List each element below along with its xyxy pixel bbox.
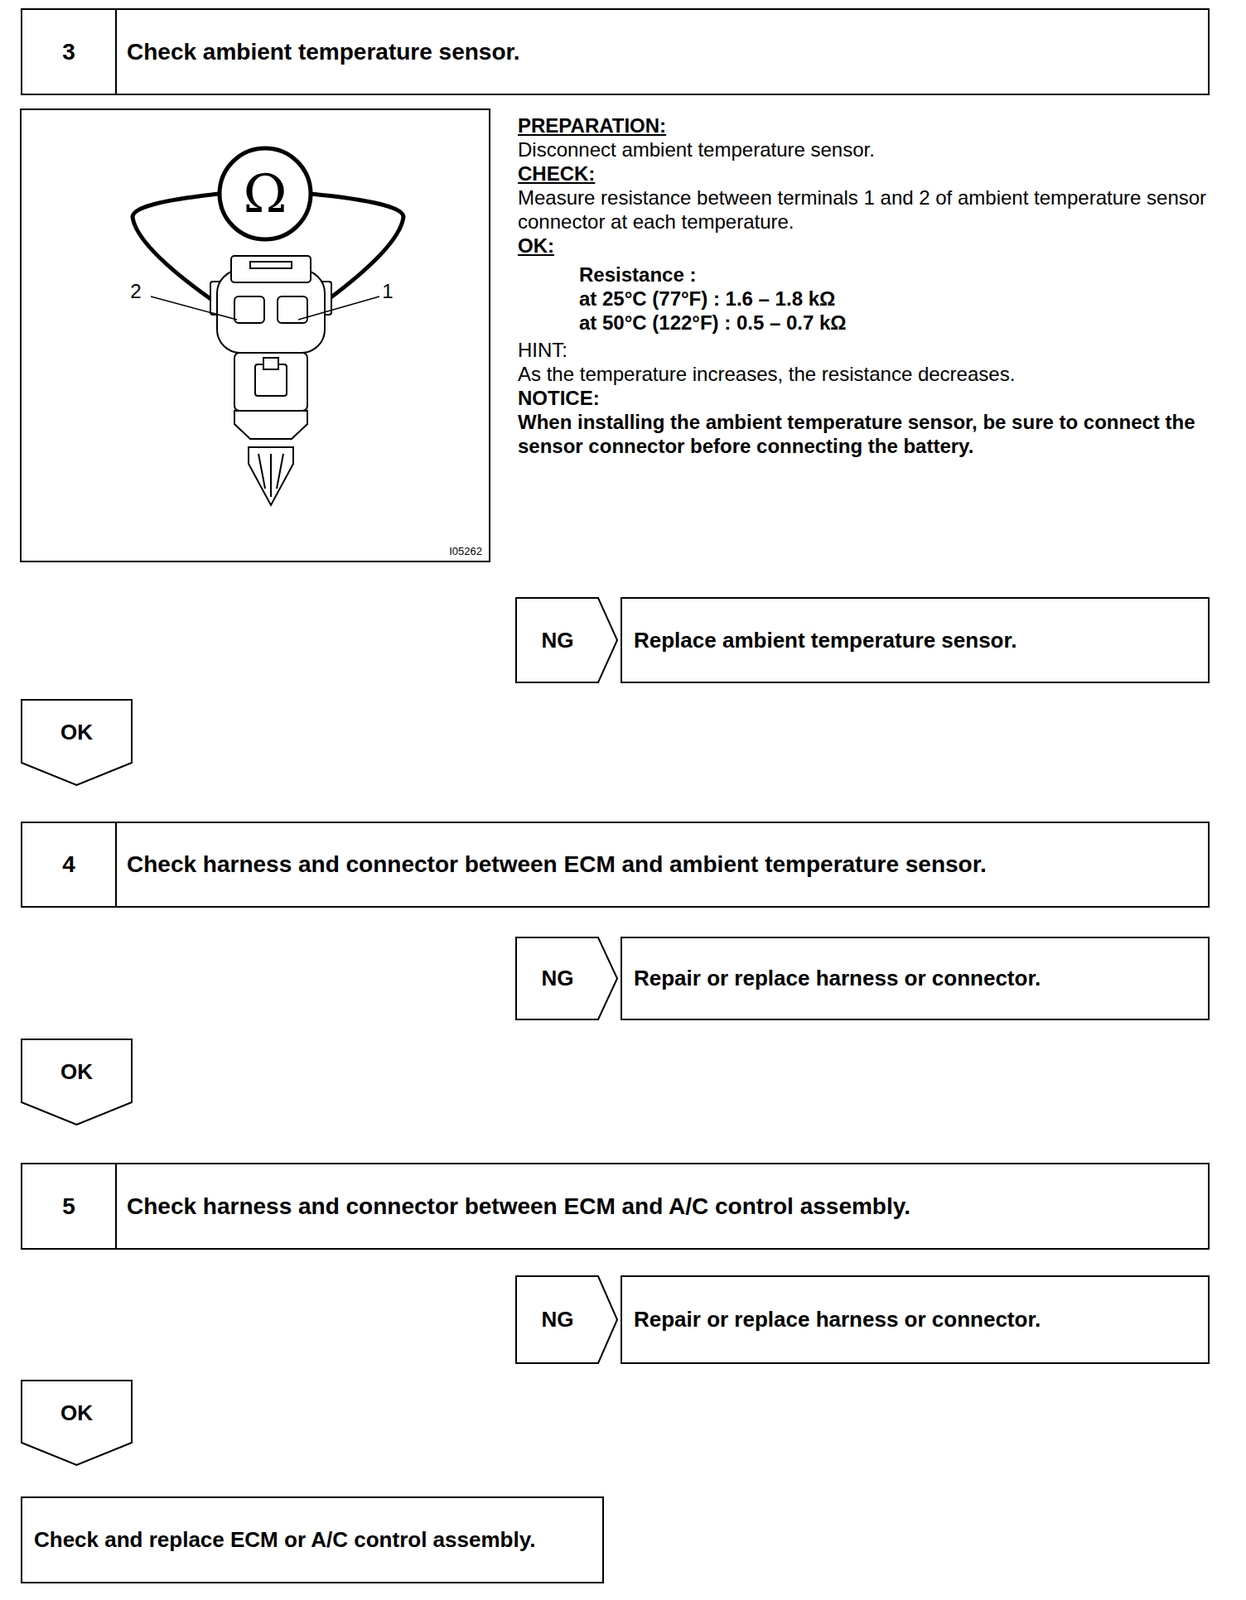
ohm-symbol: Ω [242, 167, 287, 221]
tag-label-area: NG [515, 1275, 600, 1365]
tag-text: OK [60, 1400, 93, 1427]
figure-frame [20, 109, 490, 562]
section-heading: OK: [517, 233, 1210, 258]
step-title: Check harness and connector between ECM … [126, 1192, 911, 1222]
action-box: Repair or replace harness or connector. [620, 1275, 1210, 1365]
section-heading: PREPARATION: [517, 113, 1210, 138]
step-number-cell: 5 [22, 1164, 117, 1249]
step-header: 5 Check harness and connector between ECM… [20, 1163, 1210, 1251]
leader-line [150, 296, 237, 320]
spec-value: at 50°C (122°F) : 0.5 – 0.7 kΩ [517, 310, 1210, 335]
step-header: 3 Check ambient temperature sensor. [20, 8, 1210, 96]
tag-text: OK [60, 1059, 93, 1086]
step-header: 4 Check harness and connector between ECM… [20, 821, 1210, 908]
step-number-cell: 3 [22, 9, 117, 94]
tag-label-area: OK [20, 699, 133, 767]
notice-text: When installing the ambient temperature … [517, 410, 1210, 459]
ok-tag: OK [20, 1038, 133, 1126]
action-text: Replace ambient temperature sensor. [633, 627, 1017, 654]
step-title-cell: Check ambient temperature sensor. [116, 9, 1208, 94]
callout-number: 1 [381, 281, 393, 302]
tag-label-area: OK [20, 1038, 133, 1106]
step-title: Check harness and connector between ECM … [126, 850, 987, 879]
notice-heading: NOTICE: [517, 386, 1210, 411]
action-text: Repair or replace harness or connector. [633, 965, 1041, 992]
ohmmeter-symbol [219, 148, 311, 240]
callout-number: 2 [130, 281, 141, 302]
step-number: 5 [62, 1193, 76, 1221]
hint-heading: HINT: [517, 338, 1210, 363]
ng-tag: NG [515, 1275, 619, 1365]
section-heading: CHECK: [517, 161, 1210, 186]
tag-text: NG [541, 965, 575, 992]
tag-text: NG [541, 627, 575, 654]
step-number: 4 [62, 851, 76, 879]
ng-tag: NG [515, 597, 619, 684]
figure-id: I05262 [449, 545, 483, 557]
sensor-connector [210, 255, 332, 506]
step-title: Check ambient temperature sensor. [126, 38, 521, 67]
tag-label-area: NG [515, 936, 600, 1021]
tag-label-area: NG [515, 597, 600, 684]
action-box: Replace ambient temperature sensor. [620, 597, 1210, 684]
step-title-cell: Check harness and connector between ECM … [116, 1164, 1208, 1249]
ng-tag: NG [515, 936, 619, 1021]
step-title-cell: Check harness and connector between ECM … [116, 823, 1208, 907]
action-text: Repair or replace harness or connector. [633, 1307, 1041, 1333]
spec-value: at 25°C (77°F) : 1.6 – 1.8 kΩ [517, 286, 1210, 311]
tag-label-area: OK [20, 1380, 133, 1447]
tag-text: NG [541, 1307, 575, 1333]
instruction-text: Measure resistance between terminals 1 a… [517, 185, 1210, 234]
instruction-column: PREPARATION:Disconnect ambient temperatu… [517, 113, 1210, 459]
instruction-text: Disconnect ambient temperature sensor. [517, 137, 1210, 162]
spec-heading: Resistance : [517, 262, 1210, 287]
action-box: Check and replace ECM or A/C control ass… [20, 1497, 604, 1585]
ok-tag: OK [20, 699, 133, 787]
ok-tag: OK [20, 1380, 133, 1467]
action-text: Check and replace ECM or A/C control ass… [33, 1527, 536, 1554]
tag-text: OK [60, 719, 93, 746]
step-number: 3 [62, 38, 76, 66]
hint-text: As the temperature increases, the resist… [517, 362, 1210, 387]
leader-line [298, 296, 380, 320]
step-number-cell: 4 [22, 823, 117, 907]
action-box: Repair or replace harness or connector. [620, 936, 1210, 1021]
